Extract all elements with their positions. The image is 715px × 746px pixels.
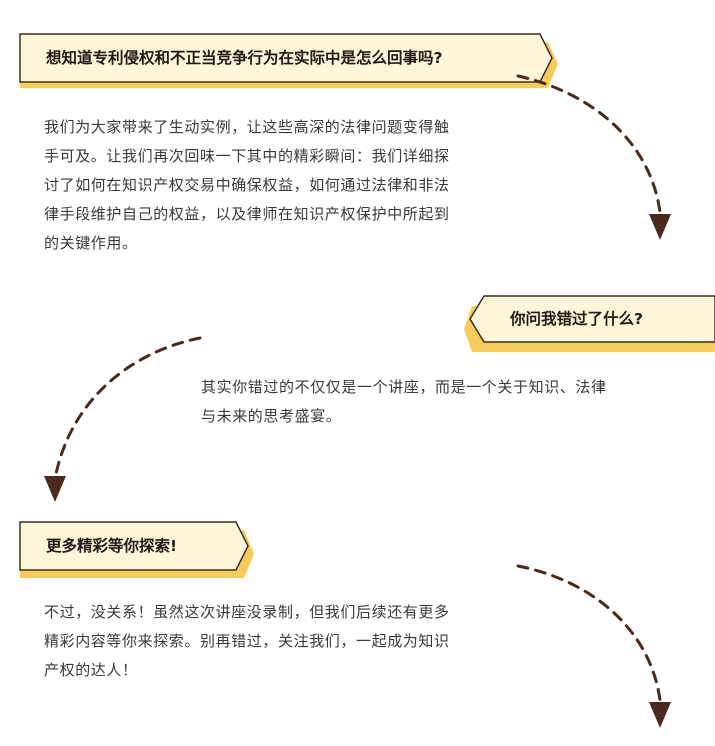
banner-1-title: 想知道专利侵权和不正当竞争行为在实际中是怎么回事吗? bbox=[46, 49, 443, 67]
banner-1: 想知道专利侵权和不正当竞争行为在实际中是怎么回事吗? bbox=[0, 32, 560, 94]
section-1-line-5: 的关键作用。 bbox=[44, 234, 138, 252]
section-3-line-3: 产权的达人！ bbox=[44, 661, 138, 679]
section-2-paragraph: 其实你错过的不仅仅是一个讲座，而是一个关于知识、法律 与未来的思考盛宴。 bbox=[201, 373, 681, 431]
banner-3-shape bbox=[19, 521, 254, 578]
dashed-arrow-3-icon bbox=[516, 564, 671, 728]
banner-3-title: 更多精彩等你探索! bbox=[46, 537, 178, 555]
section-1-line-2: 手可及。让我们再次回味一下其中的精彩瞬间：我们详细探 bbox=[44, 147, 450, 165]
section-3-line-2: 精彩内容等你来探索。别再错过，关注我们，一起成为知识 bbox=[44, 632, 450, 650]
dashed-arrow-2-icon bbox=[44, 336, 202, 502]
section-3-line-1: 不过，没关系！虽然这次讲座没录制，但我们后续还有更多 bbox=[44, 603, 450, 621]
section-3-paragraph: 不过，没关系！虽然这次讲座没录制，但我们后续还有更多 精彩内容等你来探索。别再错… bbox=[44, 598, 544, 685]
section-1-line-3: 讨了如何在知识产权交易中确保权益，如何通过法律和非法 bbox=[44, 176, 450, 194]
banner-1-shape bbox=[19, 33, 558, 88]
banner-2-shape bbox=[464, 295, 715, 352]
banner-3: 更多精彩等你探索! bbox=[0, 520, 256, 582]
section-1-line-4: 律手段维护自己的权益，以及律师在知识产权保护中所起到 bbox=[44, 205, 450, 223]
section-1-paragraph: 我们为大家带来了生动实例，让这些高深的法律问题变得触 手可及。让我们再次回味一下… bbox=[44, 113, 544, 258]
section-1-line-1: 我们为大家带来了生动实例，让这些高深的法律问题变得触 bbox=[44, 118, 450, 136]
banner-2-title: 你问我错过了什么? bbox=[510, 310, 643, 328]
section-2-line-2: 与未来的思考盛宴。 bbox=[201, 407, 342, 425]
section-2-line-1: 其实你错过的不仅仅是一个讲座，而是一个关于知识、法律 bbox=[201, 378, 607, 396]
banner-2: 你问我错过了什么? bbox=[462, 294, 715, 356]
dashed-arrow-1-icon bbox=[516, 74, 671, 240]
